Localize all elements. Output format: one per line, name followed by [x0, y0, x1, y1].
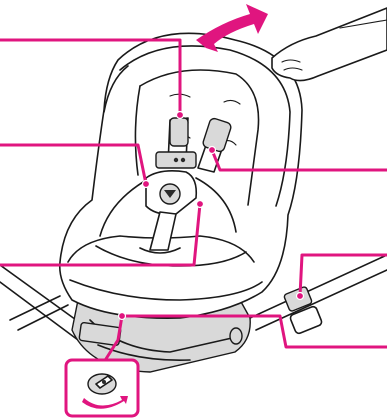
crotch-strap — [149, 211, 177, 251]
callout-lines — [0, 38, 387, 364]
hand-icon — [271, 7, 387, 82]
seat-base — [71, 299, 251, 373]
callout-seat-base — [102, 314, 387, 364]
rotary-knob-icon — [87, 373, 117, 395]
callout-shoulder-slot — [0, 38, 182, 117]
knob-inset — [64, 358, 140, 418]
callout-buckle — [0, 143, 148, 186]
callout-shoulder-pad — [210, 148, 387, 172]
rotate-arrow-icon — [82, 396, 128, 409]
curved-arrow-icon — [196, 4, 268, 52]
callout-crotch-strap — [0, 202, 202, 267]
harness — [99, 117, 237, 254]
callout-belt-lock — [298, 253, 387, 298]
shoulder-pad-left — [169, 117, 189, 147]
